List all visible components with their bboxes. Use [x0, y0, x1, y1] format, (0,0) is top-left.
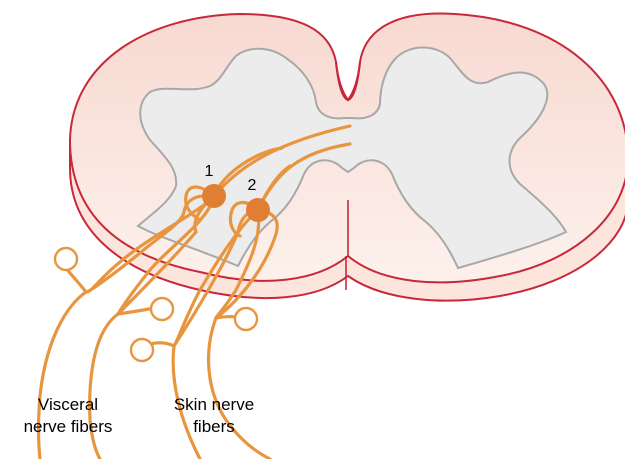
skin-fiber-2-branch: [209, 318, 270, 459]
receptor-ending-1: [55, 248, 77, 270]
visceral-caption-line-2: nerve fibers: [24, 417, 113, 436]
neuron-label-1: 1: [205, 163, 214, 180]
visceral-fiber-2-branch: [90, 314, 118, 459]
receptor-ending-4: [235, 308, 257, 330]
skin-caption-line-2: fibers: [193, 417, 235, 436]
visceral-fiber-1-terminal-branch: [66, 268, 86, 292]
receptor-ending-2: [151, 298, 173, 320]
neuron-body-2: [246, 198, 270, 222]
visceral-caption-line-1: Visceral: [38, 395, 98, 414]
neuron-body-1: [202, 184, 226, 208]
receptor-ending-3: [131, 339, 153, 361]
neuron-label-2: 2: [248, 177, 257, 194]
skin-caption-line-1: Skin nerve: [174, 395, 254, 414]
skin-fiber-1-terminal-branch: [150, 343, 174, 346]
